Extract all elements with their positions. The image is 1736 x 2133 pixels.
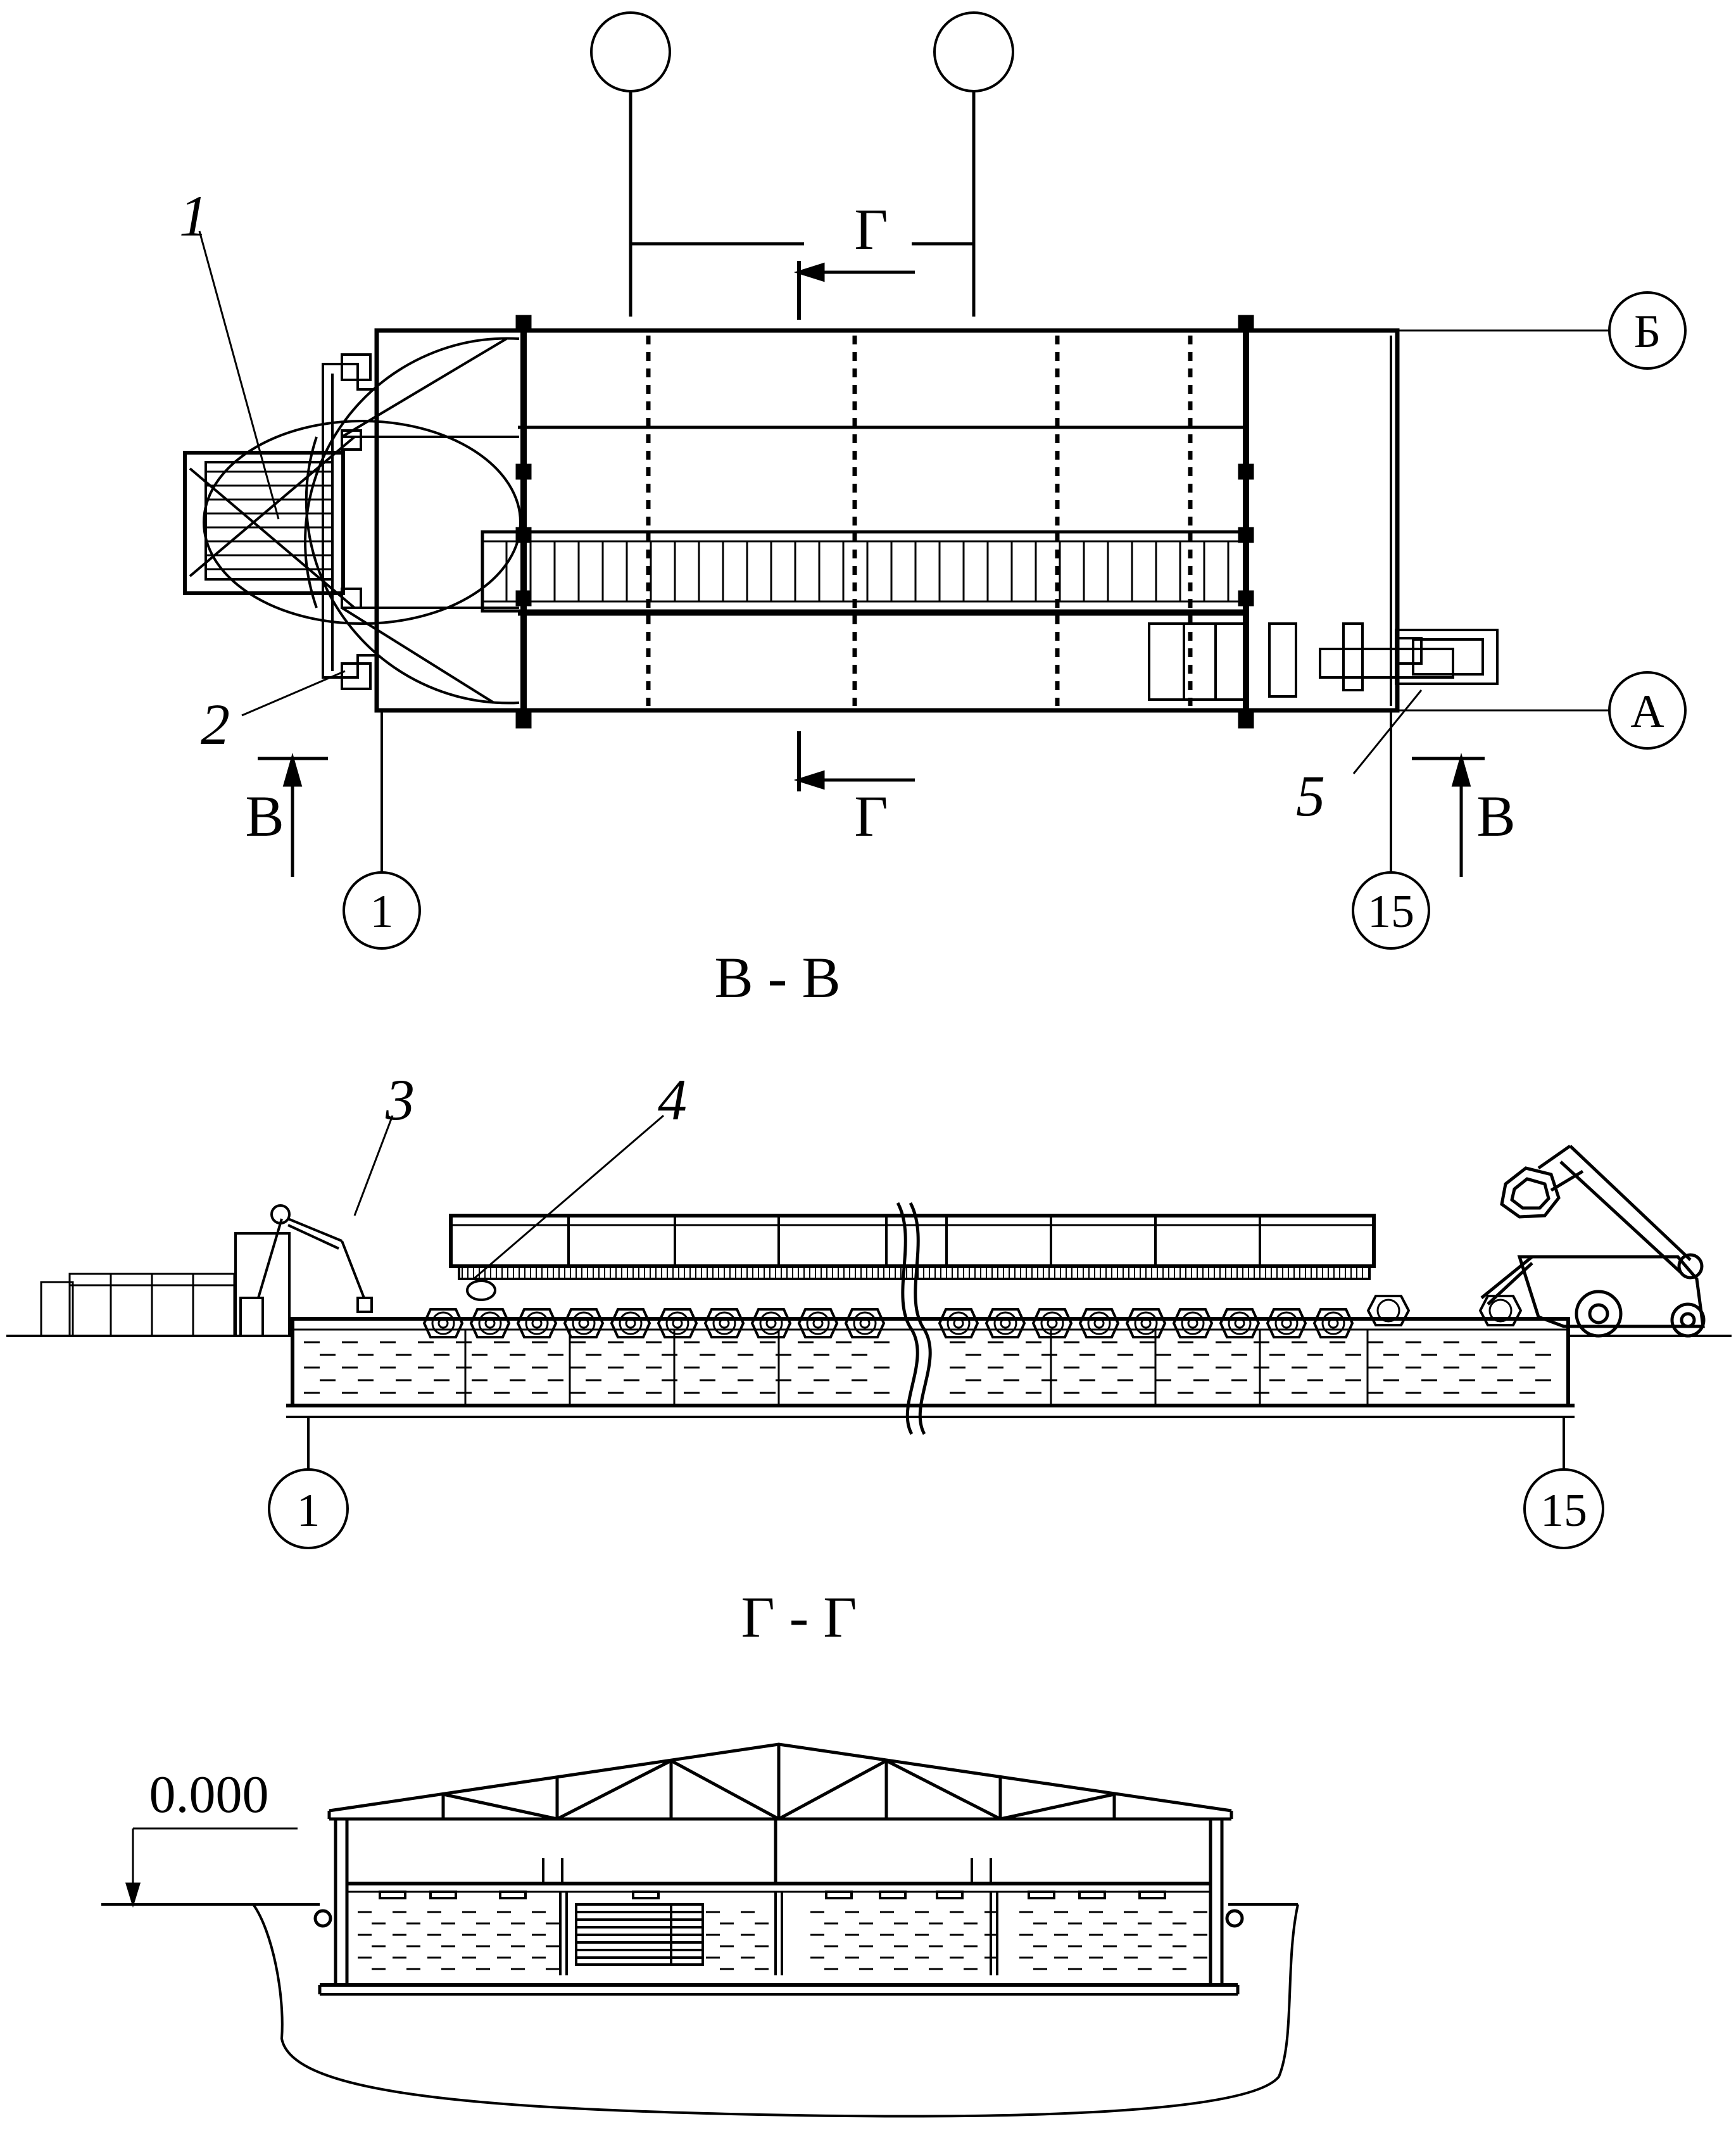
log-roller — [1366, 1295, 1411, 1326]
section-label-v-left: В — [245, 784, 284, 848]
log-roller — [1078, 1308, 1120, 1338]
conveyor-drive — [466, 1280, 496, 1301]
log-roller — [610, 1308, 651, 1338]
log-roller — [797, 1308, 839, 1338]
log-roller — [750, 1308, 792, 1338]
hood-structure — [449, 1214, 1376, 1280]
level-mark — [125, 1827, 298, 1908]
log-roller — [984, 1308, 1026, 1338]
grid-axis-15 — [1352, 712, 1430, 950]
log-roller — [1312, 1308, 1354, 1338]
log-roller — [1031, 1308, 1073, 1338]
ground-contour — [101, 1903, 1299, 2118]
treatment-tank — [286, 1317, 1575, 1418]
section-axis-1 — [268, 1417, 349, 1549]
log-rollers — [422, 1280, 1523, 1338]
unloading-zone — [1148, 622, 1499, 701]
log-roller — [1266, 1308, 1307, 1338]
break-line — [896, 1202, 932, 1435]
section-mark-v-left — [258, 752, 328, 877]
log-roller — [469, 1308, 511, 1338]
callout-2: 2 — [201, 692, 230, 757]
log-roller — [1125, 1308, 1167, 1338]
grid-axis-1 — [343, 712, 421, 950]
axis-label-15: 15 — [1368, 886, 1414, 938]
loading-zone — [183, 330, 522, 710]
level-mark-label: 0.000 — [149, 1765, 269, 1824]
building-outline — [374, 328, 1400, 713]
section-title-gg: Г - Г — [741, 1585, 857, 1649]
grid-axis-b — [1397, 291, 1687, 370]
plan-view — [183, 11, 1687, 950]
section-mark-g-bottom — [793, 731, 915, 791]
section-gg-view — [101, 1742, 1299, 2118]
storage-shed — [40, 1273, 236, 1337]
pool-cross-section — [313, 1858, 1244, 1996]
axis-label-a: А — [1630, 686, 1664, 738]
grid-axis-a — [1397, 671, 1687, 750]
axis-label-b: Б — [1634, 306, 1661, 358]
callout-1: 1 — [179, 184, 208, 248]
section-title-vv: В - В — [714, 945, 840, 1010]
grid-axis-top-right — [933, 11, 1014, 317]
axis-label-1: 1 — [370, 886, 394, 938]
log-roller — [1172, 1308, 1214, 1338]
callout-3: 3 — [385, 1067, 415, 1132]
log-roller — [563, 1308, 605, 1338]
section-label-g-top: Г — [854, 197, 888, 261]
grid-axis-top-left — [590, 11, 671, 317]
log-roller — [657, 1308, 698, 1338]
section-vv-view — [6, 1114, 1732, 1549]
section-label-v-right: В — [1476, 784, 1515, 848]
section-mark-g-top — [793, 261, 915, 320]
section-axis-label-15: 15 — [1540, 1485, 1587, 1537]
roof-truss — [327, 1742, 1233, 1821]
loading-crane — [234, 1204, 373, 1337]
building-walls — [334, 1819, 1224, 1985]
log-roller — [516, 1308, 558, 1338]
log-roller — [938, 1308, 979, 1338]
central-conveyor — [481, 530, 1249, 613]
log-roller — [703, 1308, 745, 1338]
log-roller — [422, 1308, 464, 1338]
section-axis-15 — [1523, 1417, 1604, 1549]
callout-5: 5 — [1296, 764, 1325, 828]
unloading-machine — [1480, 1144, 1706, 1338]
log-bundle — [575, 1903, 704, 1966]
section-mark-v-right — [1412, 752, 1485, 877]
column-line-right — [1238, 315, 1254, 729]
log-roller — [844, 1308, 886, 1338]
log-roller — [1478, 1295, 1523, 1326]
callout-4: 4 — [658, 1067, 687, 1132]
log-roller — [1219, 1308, 1261, 1338]
section-label-g-bottom: Г — [854, 784, 888, 848]
section-axis-label-1: 1 — [297, 1485, 320, 1537]
